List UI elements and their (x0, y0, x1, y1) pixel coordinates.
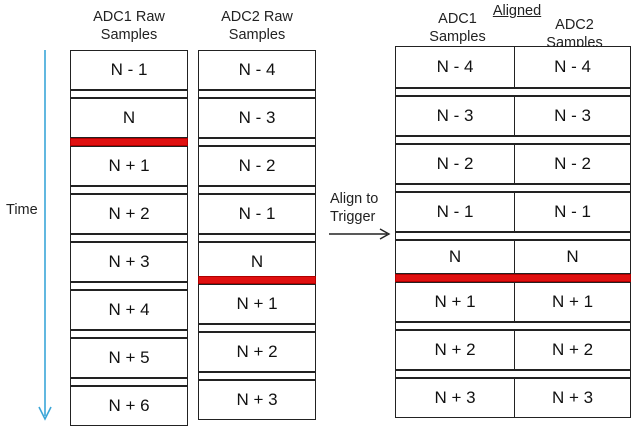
aligned-separator (395, 322, 631, 330)
aligned-adc1-cell: N - 2 (395, 144, 515, 184)
adc2-raw-separator (198, 138, 316, 146)
adc2-raw-header-line1: ADC2 Raw (221, 9, 293, 25)
adc2-trigger-marker (198, 276, 316, 284)
aligned-adc1-cell: N (395, 240, 515, 274)
aligned-trigger-marker (395, 274, 631, 282)
aligned-separator (395, 136, 631, 144)
align-label-line2: Trigger (330, 209, 376, 225)
aligned-adc1-cell: N - 4 (395, 46, 515, 88)
adc1-raw-separator (70, 378, 188, 386)
adc2-raw-cell: N - 3 (198, 98, 316, 138)
adc1-raw-separator (70, 234, 188, 242)
aligned-separator (395, 370, 631, 378)
adc1-trigger-marker (70, 138, 188, 146)
aligned-adc1-cell: N + 3 (395, 378, 515, 418)
adc2-raw-cell: N + 3 (198, 380, 316, 420)
aligned-adc1-cell: N - 1 (395, 192, 515, 232)
aligned-adc2-cell: N - 3 (514, 96, 631, 136)
aligned-adc2-cell: N (514, 240, 631, 274)
time-arrow (38, 50, 52, 421)
adc2-raw-separator (198, 324, 316, 332)
adc1-raw-separator (70, 90, 188, 98)
adc1-raw-cell: N + 1 (70, 146, 188, 186)
adc1-raw-header-line2: Samples (100, 27, 158, 43)
aligned-separator (395, 184, 631, 192)
aligned-adc2-cell: N + 1 (514, 282, 631, 322)
adc2-raw-separator (198, 90, 316, 98)
adc1-raw-cell: N (70, 98, 188, 138)
aligned-adc1-cell: N - 3 (395, 96, 515, 136)
aligned-header: Aligned (492, 3, 542, 19)
aligned-separator (395, 88, 631, 96)
adc2-raw-separator (198, 372, 316, 380)
aligned-adc1-header-line2: Samples (429, 29, 486, 45)
aligned-adc2-cell: N - 1 (514, 192, 631, 232)
aligned-adc2-header-line1: ADC2 (555, 17, 594, 33)
aligned-adc1-cell: N + 1 (395, 282, 515, 322)
aligned-adc2-cell: N + 3 (514, 378, 631, 418)
adc2-raw-cell: N - 4 (198, 50, 316, 90)
adc2-raw-cell: N + 2 (198, 332, 316, 372)
aligned-separator (395, 232, 631, 240)
adc1-raw-cell: N + 4 (70, 290, 188, 330)
adc1-raw-separator (70, 282, 188, 290)
adc1-raw-cell: N + 5 (70, 338, 188, 378)
align-label-line1: Align to (330, 191, 379, 207)
adc1-raw-cell: N + 3 (70, 242, 188, 282)
aligned-adc1-header: ADC1 Samples (410, 10, 505, 46)
aligned-table: N - 4 N - 4 N - 3 N - 3 N - 2 N - 2 N - … (395, 46, 631, 424)
time-label: Time (6, 202, 38, 218)
adc2-raw-header: ADC2 Raw Samples (198, 8, 316, 44)
adc1-raw-cell: N + 6 (70, 386, 188, 426)
adc2-raw-column: N - 4 N - 3 N - 2 N - 1 N N + 1 N + 2 N … (198, 50, 316, 420)
adc1-raw-cell: N - 1 (70, 50, 188, 90)
adc2-raw-cell: N - 2 (198, 146, 316, 186)
aligned-adc2-cell: N + 2 (514, 330, 631, 370)
aligned-adc1-header-line1: ADC1 (438, 11, 477, 27)
adc2-raw-cell: N + 1 (198, 284, 316, 324)
adc1-raw-header: ADC1 Raw Samples (70, 8, 188, 44)
adc1-raw-header-line1: ADC1 Raw (93, 9, 165, 25)
adc1-raw-cell: N + 2 (70, 194, 188, 234)
adc2-raw-cell: N (198, 242, 316, 282)
align-to-trigger-label: Align to Trigger (330, 190, 378, 226)
aligned-adc2-cell: N - 2 (514, 144, 631, 184)
adc1-raw-column: N - 1 N N + 1 N + 2 N + 3 N + 4 N + 5 N … (70, 50, 188, 426)
adc2-raw-header-line2: Samples (228, 27, 286, 43)
adc2-raw-separator (198, 234, 316, 242)
align-arrow (329, 228, 391, 240)
aligned-adc1-cell: N + 2 (395, 330, 515, 370)
adc1-raw-separator (70, 330, 188, 338)
adc1-raw-separator (70, 186, 188, 194)
aligned-adc2-cell: N - 4 (514, 46, 631, 88)
adc2-raw-cell: N - 1 (198, 194, 316, 234)
adc2-raw-separator (198, 186, 316, 194)
